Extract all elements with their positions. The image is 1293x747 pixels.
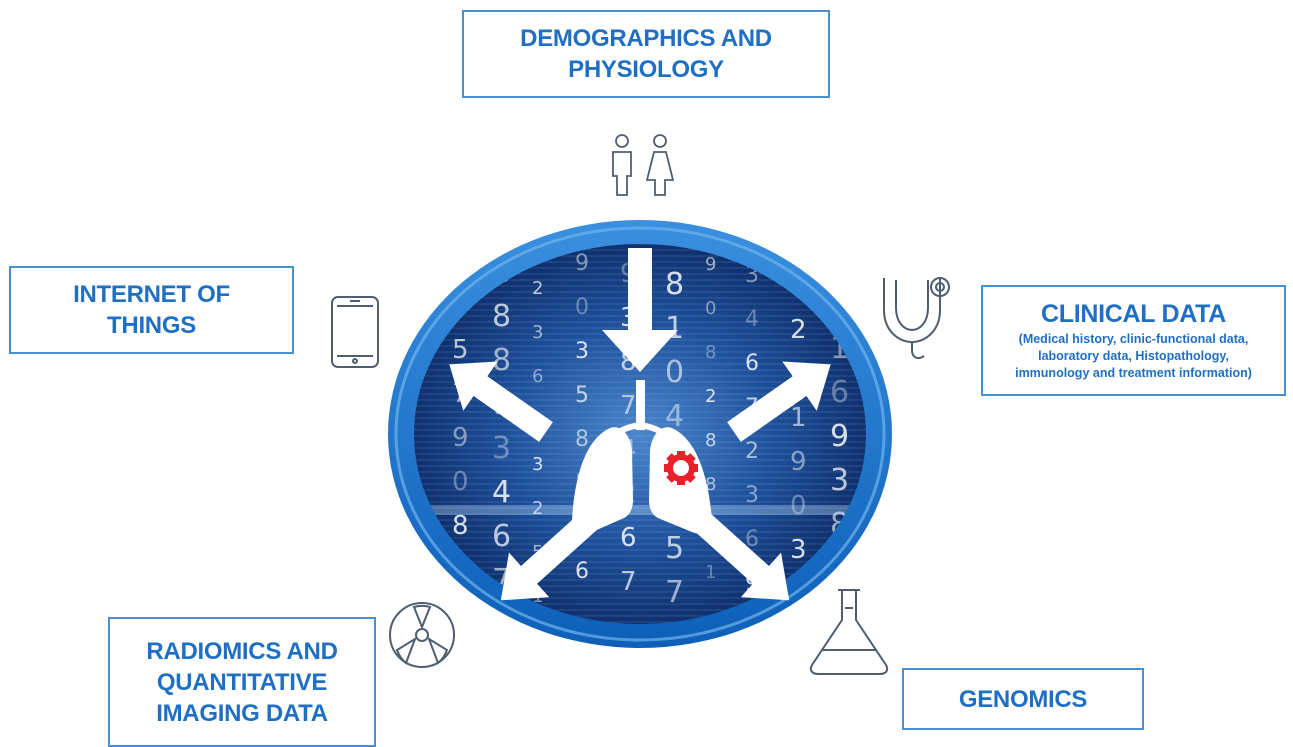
genomics-box: GENOMICS (902, 668, 1144, 730)
background-digit: 9 (830, 419, 849, 454)
background-digit: 0 (790, 491, 807, 521)
background-digit: 3 (830, 463, 849, 498)
background-digit: 0 (452, 467, 469, 497)
background-digit: 6 (745, 527, 759, 552)
background-digit: 6 (575, 559, 589, 584)
radiomics-title: RADIOMICS AND QUANTITATIVE IMAGING DATA (146, 637, 338, 727)
genomics-title: GENOMICS (958, 685, 1088, 713)
background-digit: 5 (452, 335, 469, 365)
flask-icon (809, 589, 889, 675)
background-digit: 4 (492, 475, 511, 510)
background-digit: 1 (790, 403, 807, 433)
background-digit: 0 (575, 295, 589, 320)
background-digit: 2 (790, 315, 807, 345)
background-digit: 0 (665, 355, 684, 390)
background-digit: 3 (745, 483, 759, 508)
background-digit: 8 (705, 430, 716, 451)
background-digit: 8 (452, 511, 469, 541)
background-digit: 2 (532, 498, 543, 519)
stethoscope-icon (883, 277, 950, 359)
iot-title: INTERNET OF THINGS (73, 281, 230, 339)
background-digit: 8 (492, 299, 511, 334)
background-digit: 6 (492, 519, 511, 554)
tablet-icon (331, 296, 379, 368)
background-digit: 7 (665, 575, 684, 610)
background-digit: 8 (492, 343, 511, 378)
background-digit: 6 (745, 351, 759, 376)
arrow-lower-left (500, 511, 599, 601)
background-digit: 3 (492, 431, 511, 466)
background-digit: 6 (532, 366, 543, 387)
background-digit: 3 (532, 454, 543, 475)
glow-band (414, 505, 866, 515)
arrows (449, 248, 831, 601)
background-digit: 7 (452, 247, 469, 277)
background-digit: 8 (575, 427, 589, 452)
background-digit: 3 (790, 535, 807, 565)
background-digit: 5 (665, 531, 684, 566)
background-digit: 8 (665, 267, 684, 302)
radiation-icon (389, 602, 455, 668)
background-digit: 4 (745, 307, 759, 332)
person-icon (612, 134, 675, 196)
demographics-title: DEMOGRAPHICS AND PHYSIOLOGY (520, 25, 772, 83)
background-digit: 9 (452, 423, 469, 453)
clinical-title: CLINICAL DATA (1041, 299, 1226, 328)
background-digit: 1 (705, 562, 716, 583)
background-digit: 4 (665, 399, 684, 434)
background-digit: 3 (532, 322, 543, 343)
data-field (414, 244, 866, 624)
arrow-upper-left (449, 361, 553, 442)
background-digit: 7 (620, 567, 637, 597)
background-digit: 6 (620, 523, 637, 553)
arrow-top (602, 248, 678, 372)
background-digit: 9 (575, 251, 589, 276)
background-digit: 9 (705, 254, 716, 275)
background-digit: 2 (745, 439, 759, 464)
background-digit: 2 (705, 386, 716, 407)
clinical-box: CLINICAL DATA (Medical history, clinic-f… (981, 285, 1286, 396)
demographics-box: DEMOGRAPHICS AND PHYSIOLOGY (462, 10, 830, 98)
background-digit: 3 (575, 339, 589, 364)
background-digit: 7 (620, 391, 637, 421)
background-digit: 8 (705, 474, 716, 495)
background-digit: 0 (705, 298, 716, 319)
background-digit: 2 (532, 278, 543, 299)
background-digit: 8 (830, 243, 849, 278)
background-digit: 6 (830, 375, 849, 410)
ring-highlight (394, 226, 886, 642)
iot-box: INTERNET OF THINGS (9, 266, 294, 354)
radiomics-box: RADIOMICS AND QUANTITATIVE IMAGING DATA (108, 617, 376, 747)
gear-icon (664, 451, 698, 485)
arrow-lower-right (691, 511, 790, 601)
background-digit: 5 (575, 383, 589, 408)
background-digit: 8 (705, 342, 716, 363)
clinical-subtitle: (Medical history, clinic-functional data… (1015, 331, 1252, 380)
arrow-upper-right (727, 361, 831, 442)
background-digit: 9 (790, 447, 807, 477)
